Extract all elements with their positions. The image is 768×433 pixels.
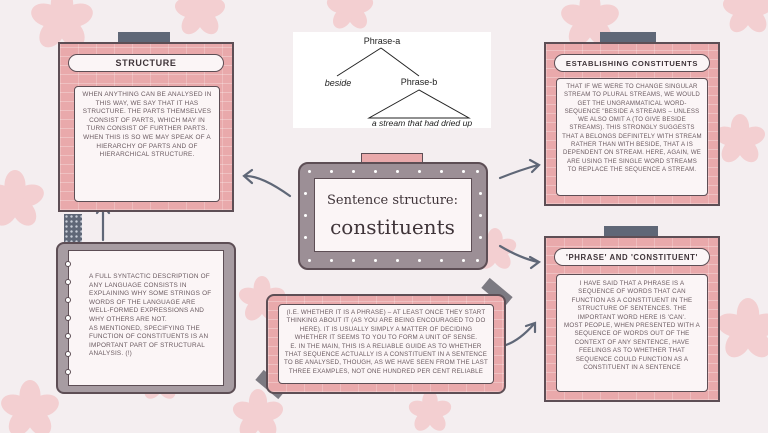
- phrase-text-2: Most people, when presented with a seque…: [564, 322, 700, 372]
- syntactic-panel: A full syntactic description of any lang…: [56, 242, 236, 394]
- note-text-1: (i.e. whether it is a phrase) – at least…: [286, 309, 486, 342]
- tree-branch-left: [336, 47, 382, 77]
- tree-branch-right: [380, 47, 420, 77]
- structure-panel: STRUCTURE When anything can be analysed …: [58, 42, 234, 212]
- structure-tab: [118, 32, 170, 45]
- tree-right-label: Phrase-b: [400, 77, 438, 87]
- note-panel: (i.e. whether it is a phrase) – at least…: [266, 294, 506, 394]
- phrase-text-area: I have said that a phrase is a sequence …: [556, 274, 708, 392]
- center-title-line1: Sentence structure:: [326, 193, 458, 208]
- tree-triangle: [367, 89, 471, 119]
- establishing-text-area: That if we were to change singular strea…: [556, 78, 708, 196]
- marquee-lights: [300, 164, 486, 268]
- structure-text: When anything can be analysed in this wa…: [82, 91, 212, 159]
- establishing-text: That if we were to change singular strea…: [562, 83, 702, 173]
- tree-leaf-label: a stream that had dried up: [371, 118, 473, 128]
- phrase-tab: [604, 226, 658, 239]
- structure-text-area: When anything can be analysed in this wa…: [74, 86, 220, 202]
- phrase-panel: 'PHRASE' AND 'CONSTITUENT' I have said t…: [544, 236, 720, 402]
- establishing-title: ESTABLISHING CONSTITUENTS: [554, 54, 710, 72]
- tree-root-label: Phrase-a: [363, 36, 401, 46]
- phrase-tree-diagram: Phrase-a beside Phrase-b a stream that h…: [293, 32, 491, 128]
- structure-title: STRUCTURE: [68, 54, 224, 72]
- center-title-card: Sentence structure: constituents: [314, 178, 472, 252]
- establishing-panel: ESTABLISHING CONSTITUENTS That if we wer…: [544, 42, 720, 206]
- center-title-line2: constituents: [330, 215, 455, 239]
- center-title-panel: Sentence structure: constituents: [298, 162, 488, 270]
- tree-left-label: beside: [324, 78, 352, 88]
- syntactic-text-2: As mentioned, specifying the function of…: [89, 324, 209, 358]
- syntactic-text-1: A full syntactic description of any lang…: [89, 273, 212, 323]
- syntactic-text-area: A full syntactic description of any lang…: [65, 250, 224, 386]
- note-text-area: (i.e. whether it is a phrase) – at least…: [278, 304, 494, 384]
- phrase-title: 'PHRASE' AND 'CONSTITUENT': [554, 248, 710, 266]
- establishing-tab: [600, 32, 656, 45]
- note-text-2: E. In the main, this is a reliable guide…: [284, 342, 488, 375]
- washi-tape-left: [64, 214, 82, 244]
- phrase-text-1: I have said that a phrase is a sequence …: [571, 280, 693, 321]
